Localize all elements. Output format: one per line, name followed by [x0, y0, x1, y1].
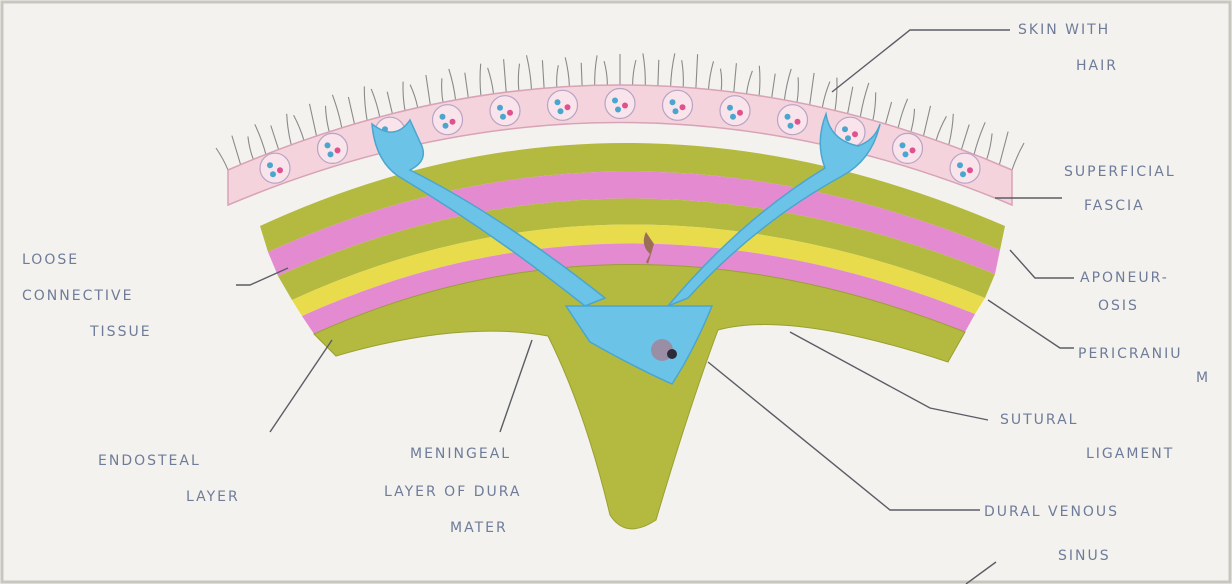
- hair-strand: [835, 78, 837, 111]
- hair-strand: [671, 53, 675, 86]
- skin-cell: [548, 90, 578, 120]
- hair-strand: [465, 73, 469, 98]
- label-dural-venous-sinus: DURAL VENOUS SINUS: [984, 504, 1126, 564]
- hair-strand: [410, 85, 418, 108]
- hair-strand: [387, 92, 392, 114]
- hair-strand: [633, 60, 636, 85]
- hair-strand: [848, 87, 853, 114]
- hair-strand: [797, 77, 798, 102]
- hair-strand: [682, 60, 684, 87]
- skin-cell: [893, 133, 923, 163]
- hair-strand: [604, 61, 607, 85]
- hair-strand: [518, 64, 519, 91]
- hair-strand: [810, 73, 814, 105]
- hair-strand: [734, 63, 737, 92]
- skin-cell: [318, 133, 348, 163]
- hair-strand: [542, 60, 544, 88]
- skin-cell: [720, 96, 750, 126]
- skin-cell: [433, 105, 463, 135]
- hair-strand: [442, 78, 443, 102]
- hair-strand: [326, 106, 330, 132]
- hair-strand: [527, 55, 532, 89]
- hair-strand: [216, 148, 228, 170]
- hair-strand: [974, 122, 985, 154]
- hair-strand: [949, 114, 954, 145]
- skin-cell: [778, 105, 808, 135]
- hair-strand: [310, 104, 317, 136]
- hair-strand: [784, 69, 791, 100]
- hair-strand: [747, 71, 753, 94]
- label-superficial-fascia: SUPERFICIAL FASCIA: [1064, 164, 1182, 214]
- hair-strand: [332, 95, 341, 128]
- hair-strand: [936, 116, 946, 140]
- hair-strand: [709, 61, 714, 89]
- hair-strand: [426, 75, 430, 105]
- hair-strand: [961, 125, 969, 150]
- hair-strand: [873, 92, 876, 120]
- hair-strand: [721, 69, 722, 91]
- hair-strand: [364, 86, 367, 120]
- skin-cell: [950, 153, 980, 183]
- label-loose-connective-tissue: LOOSE CONNECTIVE TISSUE: [22, 252, 152, 340]
- hair-strand: [488, 68, 494, 94]
- hair-strand: [759, 66, 760, 96]
- hair-strand: [504, 59, 507, 92]
- hair-strand: [371, 89, 380, 117]
- hair-strand: [271, 126, 279, 150]
- hair-strand: [348, 97, 354, 124]
- hair-strand: [658, 60, 659, 86]
- hair-strand: [557, 65, 559, 87]
- hair-strand: [999, 132, 1008, 165]
- hair-strand: [886, 102, 892, 124]
- hair-strand: [565, 57, 569, 86]
- hair-strand: [911, 109, 915, 132]
- label-sutural-ligament: SUTURAL LIGAMENT: [1000, 412, 1174, 462]
- skin-cell: [260, 153, 290, 183]
- hair-strand: [294, 115, 304, 140]
- hair-strand: [287, 114, 292, 145]
- hair-strand: [403, 82, 405, 111]
- label-meningeal-layer: MENINGEAL LAYER OF DURA MATER: [384, 446, 528, 536]
- hair-strand: [480, 64, 481, 96]
- hair-strand: [696, 54, 698, 88]
- hair-strand: [581, 63, 582, 86]
- hair-strand: [232, 136, 241, 165]
- hair-strand: [822, 82, 830, 108]
- hair-strand: [987, 133, 992, 159]
- sinus-clot-dark: [667, 349, 677, 359]
- label-skin-with-hair: SKIN WITH HAIR: [1018, 22, 1118, 74]
- hair-strand: [772, 74, 776, 98]
- label-aponeurosis: APONEUR- OSIS: [1080, 270, 1175, 314]
- hair-strand: [924, 106, 931, 136]
- skin-cell: [490, 96, 520, 126]
- label-pericranium: PERICRANIU M: [1078, 346, 1210, 386]
- hair-strand: [643, 53, 645, 85]
- hair-strand: [449, 69, 456, 100]
- hair-strand: [898, 99, 907, 128]
- hair-strand: [1012, 143, 1024, 170]
- hair-strand: [248, 136, 253, 159]
- hair-strand: [860, 83, 869, 117]
- hair-strand: [595, 55, 597, 85]
- hair-strand: [255, 124, 266, 154]
- label-endosteal-layer: ENDOSTEAL LAYER: [98, 453, 240, 505]
- skin-cell: [605, 89, 635, 119]
- skin-cell: [663, 90, 693, 120]
